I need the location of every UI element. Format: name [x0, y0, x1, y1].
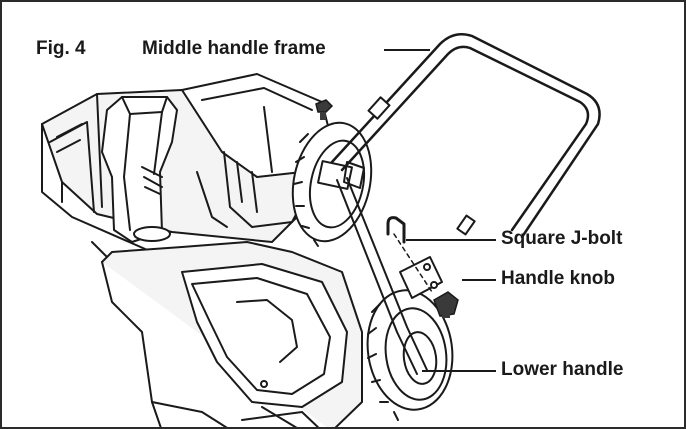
leader-square-j-bolt — [406, 239, 496, 241]
rear-wheel — [291, 121, 373, 247]
discharge-chute — [101, 96, 178, 243]
callout-square-j-bolt: Square J-bolt — [501, 228, 623, 249]
leader-middle-handle-frame — [384, 49, 430, 51]
upper-knob — [315, 99, 334, 120]
square-j-bolt — [386, 216, 406, 244]
callout-middle-handle-frame: Middle handle frame — [142, 38, 326, 59]
leader-lower-handle — [422, 370, 496, 372]
callout-lower-handle: Lower handle — [501, 359, 624, 380]
middle-handle-frame — [330, 33, 601, 239]
lower-handle — [336, 177, 443, 375]
front-wheel — [366, 289, 454, 421]
alignment-dashed-line — [393, 233, 433, 293]
figure-number: Fig. 4 — [36, 38, 86, 59]
leader-handle-knob — [462, 279, 496, 281]
handle-knob-shape — [433, 291, 459, 318]
motor-cover — [91, 241, 363, 427]
callout-handle-knob: Handle knob — [501, 268, 616, 289]
